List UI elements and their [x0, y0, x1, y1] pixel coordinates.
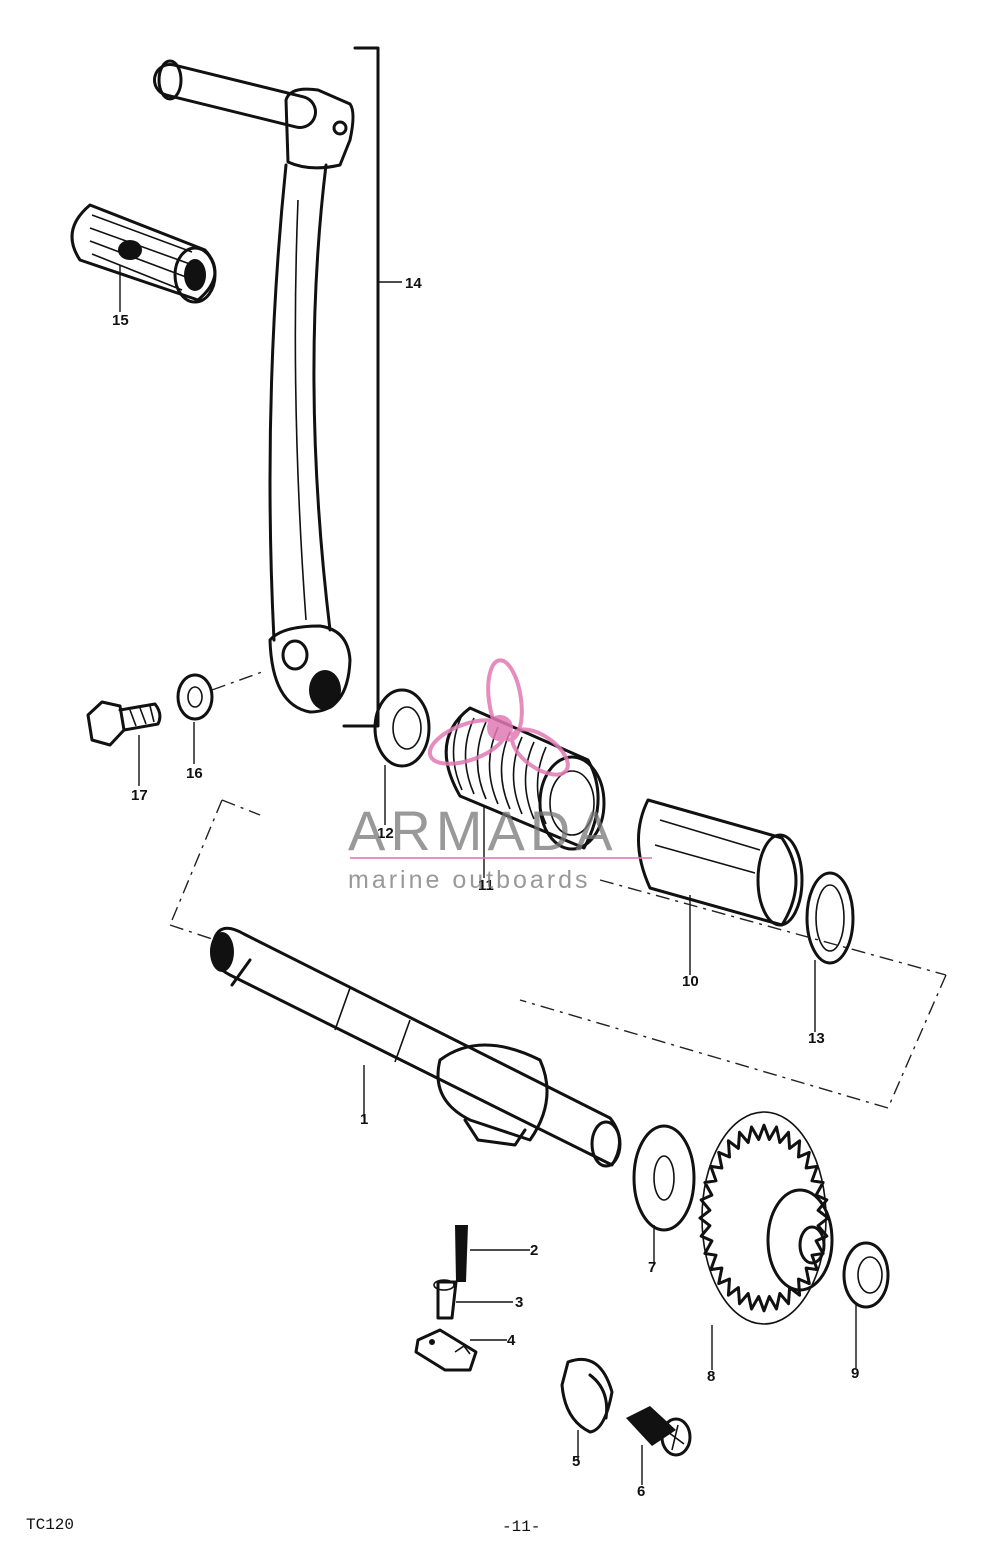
label-part-14: 14: [405, 275, 422, 292]
label-part-16: 16: [186, 765, 203, 782]
label-part-5: 5: [572, 1453, 580, 1470]
label-part-1: 1: [360, 1111, 368, 1128]
lever-bolt: [86, 700, 162, 747]
washer-7: [632, 1124, 696, 1232]
label-part-2: 2: [530, 1242, 538, 1259]
stud-2: [455, 1225, 468, 1282]
label-part-9: 9: [851, 1365, 859, 1382]
label-part-3: 3: [515, 1294, 523, 1311]
label-part-6: 6: [637, 1483, 645, 1500]
drawing-code: TC120: [26, 1516, 75, 1534]
label-part-7: 7: [648, 1259, 656, 1276]
guide-5: [560, 1357, 614, 1434]
page-number: -11-: [502, 1518, 541, 1536]
stopper-plate-4: [414, 1328, 478, 1372]
armada-watermark: ARMADA marine outboards: [348, 658, 652, 894]
spring-guide: [373, 688, 431, 768]
label-part-17: 17: [131, 787, 148, 804]
watermark-brand: ARMADA: [348, 799, 618, 862]
watermark-tagline: marine outboards: [348, 866, 591, 894]
washer-9: [842, 1241, 890, 1309]
screw-6: [626, 1406, 692, 1457]
spacer-sleeve: [637, 798, 804, 927]
kick-idle-gear: [698, 1111, 834, 1325]
label-part-13: 13: [808, 1030, 825, 1047]
lever-washer: [176, 673, 214, 721]
kick-starter-shaft: [210, 926, 622, 1168]
kick-lever: [153, 59, 355, 714]
label-part-8: 8: [707, 1368, 715, 1385]
label-part-11: 11: [478, 877, 494, 894]
label-part-4: 4: [507, 1332, 516, 1349]
label-part-15: 15: [112, 312, 129, 329]
thrust-washer-13: [805, 871, 855, 965]
lever-assembly-bracket: [342, 46, 380, 728]
propeller-logo-icon: [427, 658, 570, 777]
assembly-outline: [169, 799, 947, 1109]
label-part-10: 10: [682, 973, 699, 990]
kick-lever-grip: [70, 203, 217, 304]
label-part-12: 12: [377, 825, 394, 842]
pin-3: [433, 1279, 458, 1320]
